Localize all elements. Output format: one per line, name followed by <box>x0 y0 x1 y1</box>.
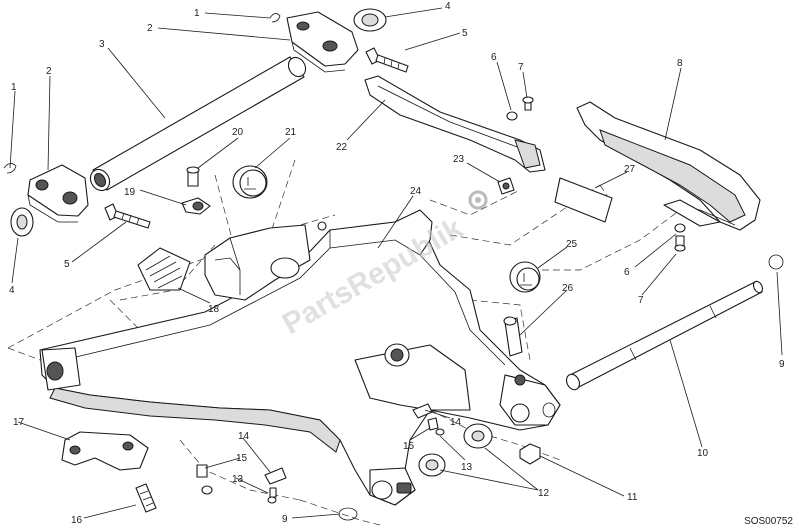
callout-label: 27 <box>624 164 636 175</box>
bolt-16 <box>135 483 157 513</box>
cap-21 <box>232 165 268 199</box>
callout-label: 9 <box>779 359 785 370</box>
screw-20 <box>186 166 200 187</box>
callout-label: 12 <box>538 488 550 499</box>
circlip-bottom <box>338 507 358 521</box>
callout-label: 7 <box>518 62 524 73</box>
callout-label: 24 <box>410 186 422 197</box>
callout-label: 14 <box>238 431 250 442</box>
callout-label: 8 <box>677 58 683 69</box>
callout-label: 1 <box>11 82 17 93</box>
chain-slider <box>576 101 761 231</box>
screw-23 <box>497 177 515 195</box>
leader-lines <box>9 7 783 519</box>
callout-label: 23 <box>453 154 465 165</box>
screws-right <box>674 223 686 252</box>
callout-label: 3 <box>99 39 105 50</box>
chain-adjuster-top <box>269 11 359 73</box>
callout-label: 2 <box>46 66 52 77</box>
label-plate <box>554 177 613 223</box>
callout-label: 13 <box>461 462 473 473</box>
callout-label: 15 <box>236 453 248 464</box>
pivot-tube <box>89 56 307 192</box>
clamp-set-bottom <box>196 464 287 504</box>
chain-adjuster-left <box>3 163 89 223</box>
callout-label: 15 <box>403 441 415 452</box>
callout-label: 4 <box>445 1 451 12</box>
callout-label: 6 <box>491 52 497 63</box>
callout-label: 13 <box>232 474 244 485</box>
callout-label: 25 <box>566 239 578 250</box>
callout-label: 6 <box>624 267 630 278</box>
callout-label: 10 <box>697 448 709 459</box>
bolt-left <box>104 203 151 229</box>
bolt-26 <box>503 316 523 357</box>
rubber-pad-18 <box>137 247 191 291</box>
bracket-17 <box>61 431 149 471</box>
circlip-right <box>768 254 784 270</box>
bolt-top <box>365 47 409 73</box>
cap-25 <box>509 261 541 293</box>
screws-upper <box>506 96 534 121</box>
callout-label: 20 <box>232 127 244 138</box>
callout-label: 16 <box>71 515 83 526</box>
washer-top <box>353 8 387 32</box>
callout-label: 1 <box>194 8 200 19</box>
callout-label: 14 <box>450 417 462 428</box>
callout-label: 17 <box>13 417 25 428</box>
document-code: SOS00752 <box>744 516 793 527</box>
callout-label: 19 <box>124 187 136 198</box>
callout-label: 5 <box>64 259 70 270</box>
callout-label: 2 <box>147 23 153 34</box>
chain-guard <box>364 75 546 173</box>
nut-11 <box>519 443 541 465</box>
callout-label: 26 <box>562 283 574 294</box>
plug-19 <box>181 197 211 215</box>
callout-label: 11 <box>627 492 638 503</box>
callout-labels: 1 2 3 4 5 6 7 8 1 2 22 20 21 23 27 19 24… <box>9 1 785 526</box>
callout-label: 22 <box>336 142 348 153</box>
callout-label: 7 <box>638 295 644 306</box>
callout-label: 9 <box>282 514 288 525</box>
callout-label: 18 <box>208 304 220 315</box>
wheel-spindle <box>565 280 764 391</box>
callout-label: 5 <box>462 28 468 39</box>
swingarm-frame <box>39 209 561 506</box>
callout-label: 21 <box>285 127 297 138</box>
clamp-set-right <box>412 403 445 436</box>
washers-12 <box>418 423 493 477</box>
washer-left <box>10 207 34 237</box>
callout-label: 4 <box>9 285 15 296</box>
